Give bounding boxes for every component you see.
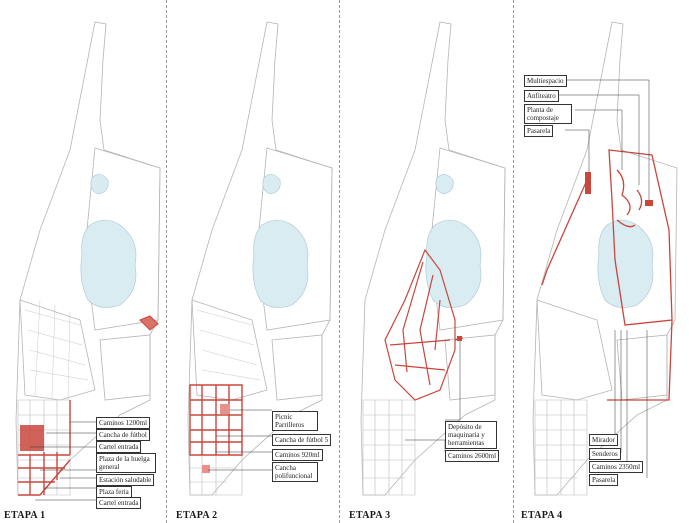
stage-4-site-plan — [532, 21, 678, 496]
label-cartel-entrada: Cartel entrada — [96, 441, 142, 453]
label-cartel-entrada-2: Cartel entrada — [96, 497, 142, 509]
label-pasarela: Pasarela — [524, 125, 554, 137]
stage-title: ETAPA 3 — [349, 510, 391, 521]
label-deposito: Depósito de maquinaria y herramientas — [445, 421, 497, 449]
stage-2-site-plan — [187, 21, 333, 496]
stage-3-panel: Depósito de maquinaria y herramientas Ca… — [345, 0, 517, 523]
label-caminos: Caminos 920ml — [272, 449, 323, 461]
stage-title: ETAPA 4 — [521, 510, 563, 521]
stage-2-panel: Picnic Parrilleros Cancha de fútbol 5 Ca… — [172, 0, 344, 523]
label-planta-compostaje: Planta de compostaje — [524, 104, 572, 124]
label-pasarela-2: Pasarela — [589, 474, 619, 486]
stage-separator — [166, 0, 167, 523]
stage-separator — [339, 0, 340, 523]
label-anfiteatro: Anfiteatro — [524, 90, 559, 102]
label-estacion-saludable: Estación saludable — [96, 474, 155, 486]
stage-4-panel: Multiespacio Anfiteatro Planta de compos… — [517, 0, 689, 523]
label-cancha-polifuncional: Cancha polifuncional — [272, 462, 318, 482]
stage-1-site-plan — [15, 21, 161, 501]
label-senderos: Senderos — [589, 448, 621, 460]
stage-3-site-plan — [360, 21, 506, 496]
label-caminos: Caminos 2600ml — [445, 450, 500, 462]
label-cancha-futbol: Cancha de fútbol — [96, 429, 150, 441]
label-cancha-futbol-5: Cancha de fútbol 5 — [272, 434, 332, 446]
label-caminos: Caminos 2350ml — [589, 461, 644, 473]
label-picnic: Picnic Parrilleros — [272, 411, 318, 431]
label-mirador: Mirador — [589, 434, 618, 446]
label-multiespacio: Multiespacio — [524, 75, 567, 87]
stage-title: ETAPA 2 — [176, 510, 218, 521]
stage-title: ETAPA 1 — [4, 510, 46, 521]
stage-separator — [513, 0, 514, 523]
stage-1-panel: Caminos 1200ml Cancha de fútbol Cartel e… — [0, 0, 172, 523]
label-caminos: Caminos 1200ml — [96, 417, 151, 429]
label-plaza-huelga: Plaza de la huelga general — [96, 453, 156, 473]
